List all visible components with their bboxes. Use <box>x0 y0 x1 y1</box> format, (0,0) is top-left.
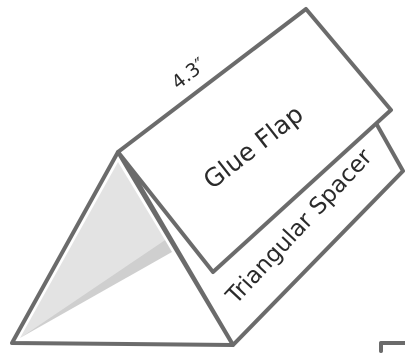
glue-flap-panel <box>116 7 393 274</box>
triangle-interior-highlight <box>20 240 172 338</box>
triangle-interior-shade <box>20 162 165 338</box>
corner-mark <box>379 341 405 353</box>
